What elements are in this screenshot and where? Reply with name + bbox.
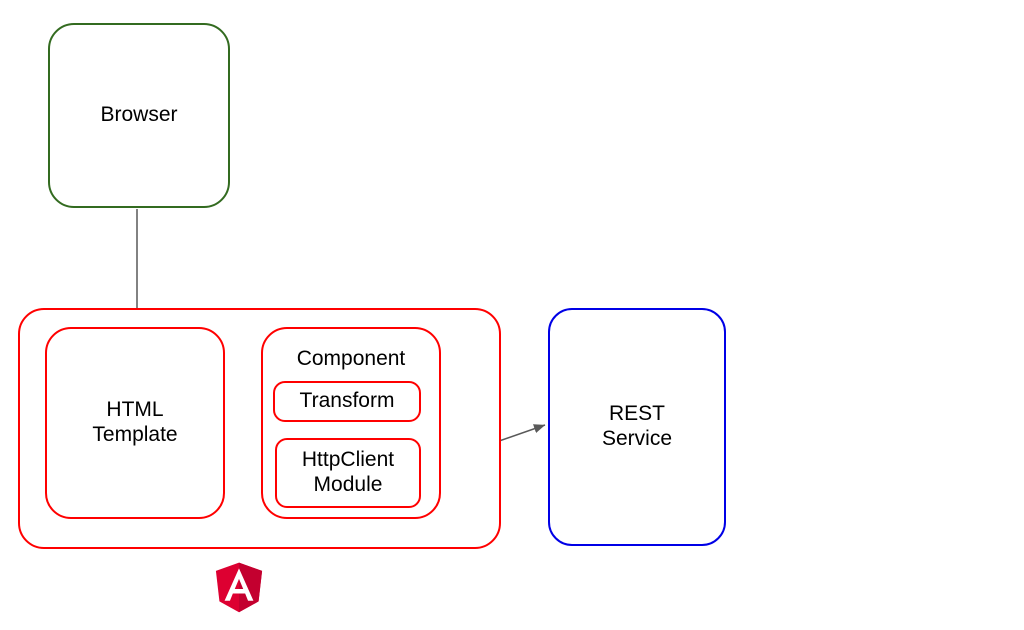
node-browser-label: Browser	[100, 103, 178, 127]
node-transform-label: Transform	[299, 389, 395, 413]
node-html-template-label-line2: Template	[92, 423, 178, 446]
node-rest-service-label-line2: Service	[601, 427, 673, 450]
node-rest-service[interactable]: REST Service	[548, 308, 726, 546]
angular-logo-icon	[215, 562, 263, 613]
node-rest-service-label-line1: REST	[608, 402, 665, 426]
node-httpclient-label-line1: HttpClient	[301, 448, 395, 472]
node-transform[interactable]: Transform	[273, 381, 421, 422]
node-component-title: Component	[296, 347, 406, 370]
node-httpclient-label-line2: Module	[313, 473, 383, 496]
node-browser[interactable]: Browser	[48, 23, 230, 208]
node-html-template[interactable]: HTML Template	[45, 327, 225, 519]
node-html-template-label-line1: HTML	[106, 398, 164, 422]
node-httpclient-module[interactable]: HttpClient Module	[275, 438, 421, 508]
